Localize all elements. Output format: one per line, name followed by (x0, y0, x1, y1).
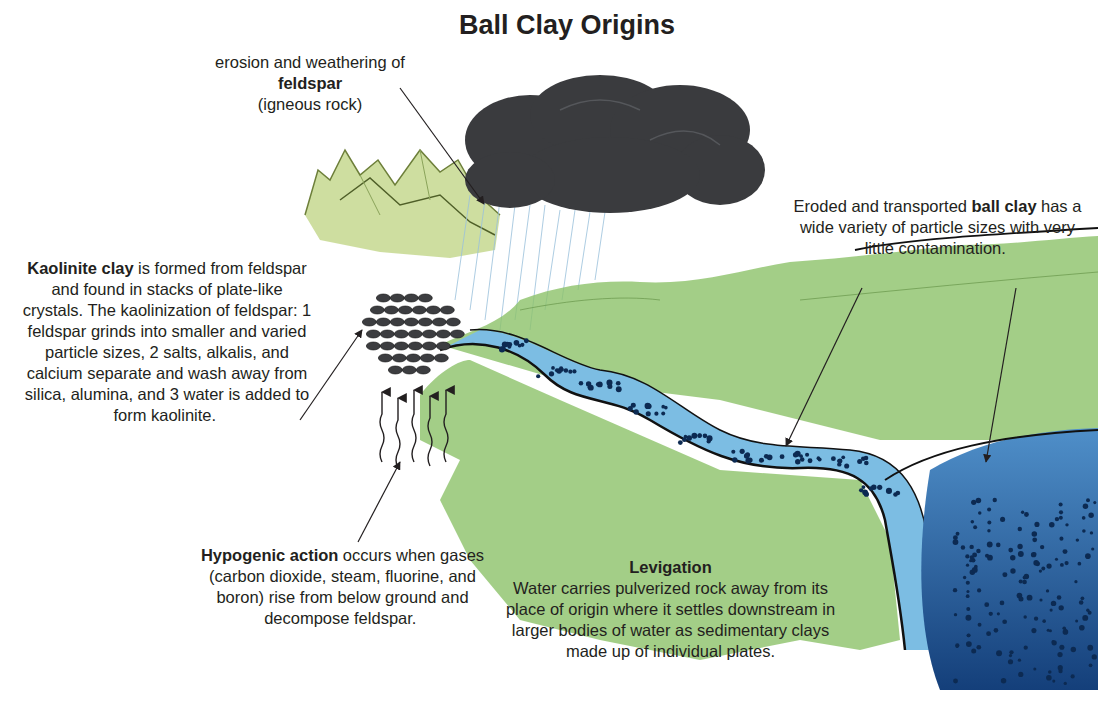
storm-cloud (465, 75, 765, 213)
title: Ball Clay Origins (0, 10, 1098, 41)
callout-note: erosion and weathering of (175, 52, 445, 73)
callout-note: Eroded and transported (794, 197, 967, 215)
callout-heading: Kaolinite clay (27, 259, 133, 277)
mountains (305, 150, 500, 258)
callout-heading: Levigation (498, 557, 843, 578)
callout-text: LevigationWater carries pulverized rock … (498, 557, 843, 662)
callout-note: (igneous rock) (175, 94, 445, 115)
kaolinite-stack (362, 294, 464, 374)
lake (921, 428, 1098, 690)
callout-heading: ball clay (971, 197, 1036, 215)
callout-text: Eroded and transportedball clayhas a wid… (790, 196, 1085, 259)
leader-lines (300, 88, 1016, 542)
callout-heading: feldspar (175, 73, 445, 94)
callout-text: Kaolinite clayis formed from feldspar an… (22, 258, 312, 426)
sediment-dots (499, 338, 1097, 685)
callout-text: erosion and weathering offeldspar(igneou… (175, 52, 445, 115)
gas-arrows (380, 390, 448, 468)
callout-heading: Hypogenic action (201, 546, 339, 564)
callout-note: Water carries pulverized rock away from … (498, 578, 843, 662)
callout-note: is formed from feldspar and found in sta… (23, 259, 312, 424)
callout-text: Hypogenic actionoccurs when gases (carbo… (200, 545, 485, 629)
